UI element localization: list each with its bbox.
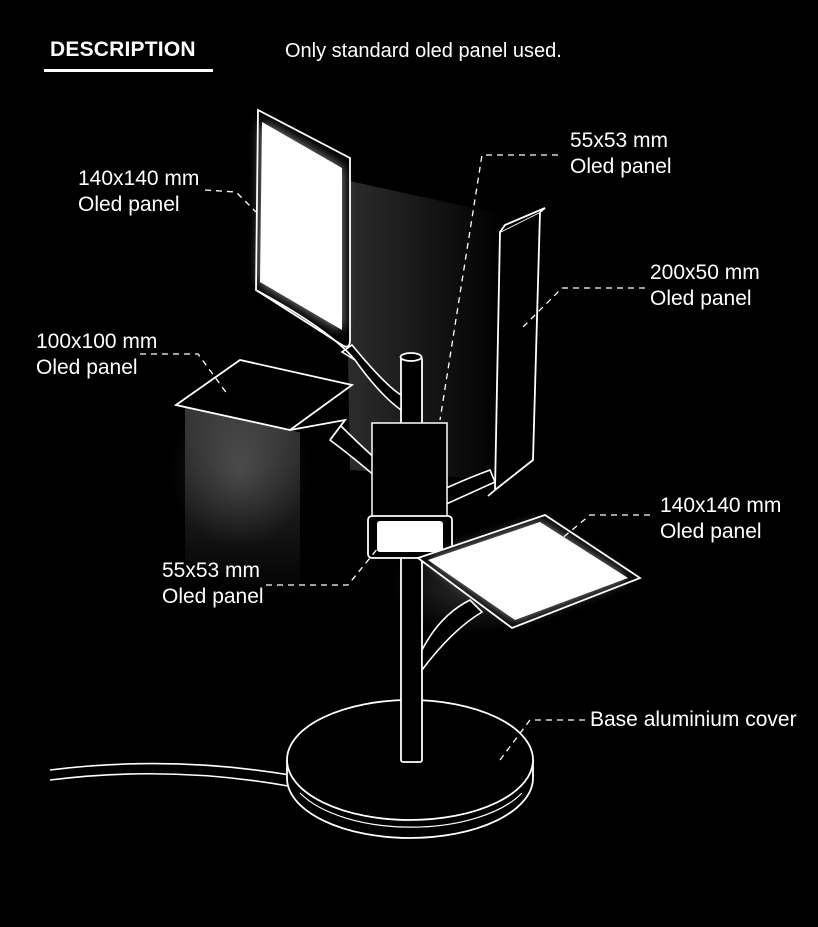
oled-panel-140x140-top-left bbox=[255, 108, 356, 361]
callout-bottom-right: 140x140 mm Oled panel bbox=[660, 493, 781, 545]
callout-top-right: 55x53 mm Oled panel bbox=[570, 128, 672, 180]
callout-size: 55x53 mm bbox=[570, 129, 669, 152]
leader-top-right bbox=[439, 154, 558, 421]
back-plate bbox=[371, 422, 448, 524]
callout-type: Oled panel bbox=[660, 520, 762, 543]
leader-bottom-right bbox=[559, 514, 650, 541]
callout-size: 100x100 mm bbox=[36, 330, 158, 353]
leader-small-center bbox=[266, 547, 379, 586]
callout-type: Oled panel bbox=[570, 155, 672, 178]
title-underline bbox=[44, 69, 213, 72]
callout-size: 200x50 mm bbox=[650, 261, 760, 284]
callout-size: 140x140 mm bbox=[78, 167, 200, 190]
base-aluminium-cover bbox=[286, 699, 534, 839]
callout-right-tall: 200x50 mm Oled panel bbox=[650, 260, 760, 312]
callout-size: 55x53 mm bbox=[162, 559, 261, 582]
oled-panel-200x50-right bbox=[487, 207, 546, 497]
callout-type: Oled panel bbox=[78, 193, 180, 216]
description-text: Only standard oled panel used. bbox=[285, 40, 562, 62]
callout-small-center: 55x53 mm Oled panel bbox=[162, 558, 264, 610]
callout-type: Oled panel bbox=[650, 287, 752, 310]
callout-size: 140x140 mm bbox=[660, 494, 782, 517]
section-title: DESCRIPTION bbox=[50, 38, 196, 61]
callout-top-left: 140x140 mm Oled panel bbox=[78, 166, 199, 218]
leader-left bbox=[140, 353, 229, 396]
leader-base bbox=[499, 719, 585, 761]
callout-type: Oled panel bbox=[162, 585, 264, 608]
oled-panel-140x140-bottom-right bbox=[416, 514, 642, 630]
callout-base: Base aluminium cover bbox=[590, 708, 797, 731]
leader-lines bbox=[140, 154, 650, 761]
oled-panel-100x100-left bbox=[173, 359, 355, 441]
callout-type: Oled panel bbox=[36, 356, 138, 379]
leader-top-left bbox=[204, 189, 257, 213]
power-cable bbox=[49, 762, 291, 776]
leader-right-tall bbox=[521, 287, 645, 329]
oled-panel-55x53-center bbox=[367, 515, 453, 559]
callout-left: 100x100 mm Oled panel bbox=[36, 329, 157, 381]
